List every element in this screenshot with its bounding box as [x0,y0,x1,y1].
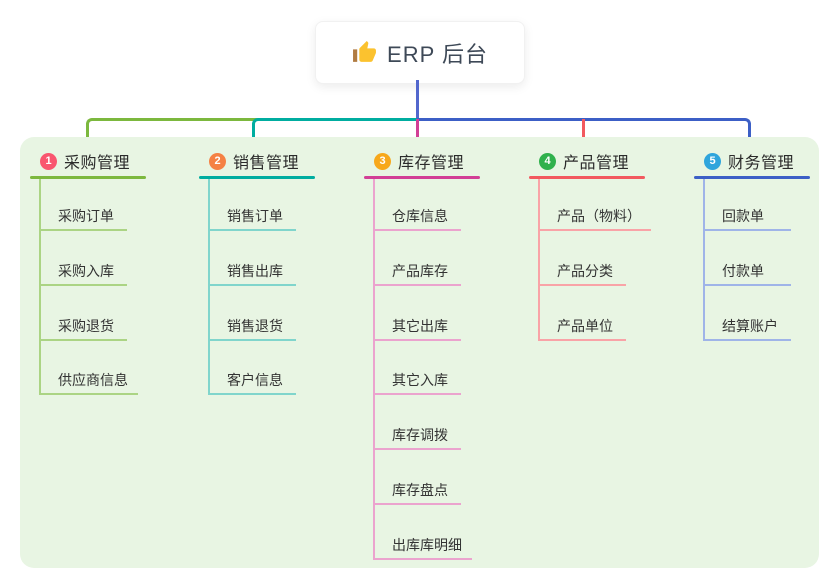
branch-number-badge: 5 [704,152,721,170]
branch-underline [694,176,810,179]
branch-underline [364,176,480,179]
node-stock-count[interactable]: 库存盘点 [373,479,461,505]
branch-header-purchase[interactable]: 1 采购管理 [40,150,130,172]
branch-header-sales[interactable]: 2 销售管理 [209,150,299,172]
node-sales-return[interactable]: 销售退货 [208,315,296,341]
node-warehouse-info[interactable]: 仓库信息 [373,205,461,231]
branch-connector-line [373,179,375,560]
branch-underline [529,176,645,179]
branch-connector-line [703,179,705,341]
branch-label: 销售管理 [233,155,300,172]
branch-connector-line [538,179,540,341]
thumbs-up-icon [352,40,377,65]
branch-header-product[interactable]: 4 产品管理 [539,150,629,172]
node-product-category[interactable]: 产品分类 [538,260,626,286]
branch-number-badge: 3 [374,152,391,170]
branch-underline [199,176,315,179]
node-purchase-return[interactable]: 采购退货 [39,315,127,341]
root-node-erp[interactable]: ERP 后台 [315,21,525,84]
node-product-stock[interactable]: 产品库存 [373,260,461,286]
branch-label: 采购管理 [64,155,131,172]
node-product-unit[interactable]: 产品单位 [538,315,626,341]
node-purchase-order[interactable]: 采购订单 [39,205,127,231]
branch-number-badge: 1 [40,152,57,170]
node-stock-transfer[interactable]: 库存调拨 [373,424,461,450]
branch-connector-line [39,179,41,395]
branch-number-badge: 4 [539,152,556,170]
node-outbound-detail[interactable]: 出库库明细 [373,534,472,560]
node-supplier-info[interactable]: 供应商信息 [39,369,138,395]
branch-label: 财务管理 [728,155,795,172]
node-sales-outbound[interactable]: 销售出库 [208,260,296,286]
branches-panel [20,137,819,568]
branch-number-badge: 2 [209,152,226,170]
connector-branch-3 [416,119,419,149]
node-customer-info[interactable]: 客户信息 [208,369,296,395]
node-payment-bill[interactable]: 付款单 [703,260,791,286]
node-sales-order[interactable]: 销售订单 [208,205,296,231]
node-other-inbound[interactable]: 其它入库 [373,369,461,395]
root-label: ERP 后台 [387,41,488,67]
node-receipt-bill[interactable]: 回款单 [703,205,791,231]
branch-label: 库存管理 [398,155,465,172]
branch-header-inventory[interactable]: 3 库存管理 [374,150,464,172]
connector-branch-4 [582,119,585,145]
branch-label: 产品管理 [563,155,630,172]
branch-underline [30,176,146,179]
branch-connector-line [208,179,210,395]
node-settlement-account[interactable]: 结算账户 [703,315,791,341]
connector-root-stem [416,80,419,118]
node-purchase-inbound[interactable]: 采购入库 [39,260,127,286]
branch-header-finance[interactable]: 5 财务管理 [704,150,794,172]
node-other-outbound[interactable]: 其它出库 [373,315,461,341]
connector-branch-2 [252,118,420,147]
node-product-material[interactable]: 产品（物料） [538,205,651,231]
